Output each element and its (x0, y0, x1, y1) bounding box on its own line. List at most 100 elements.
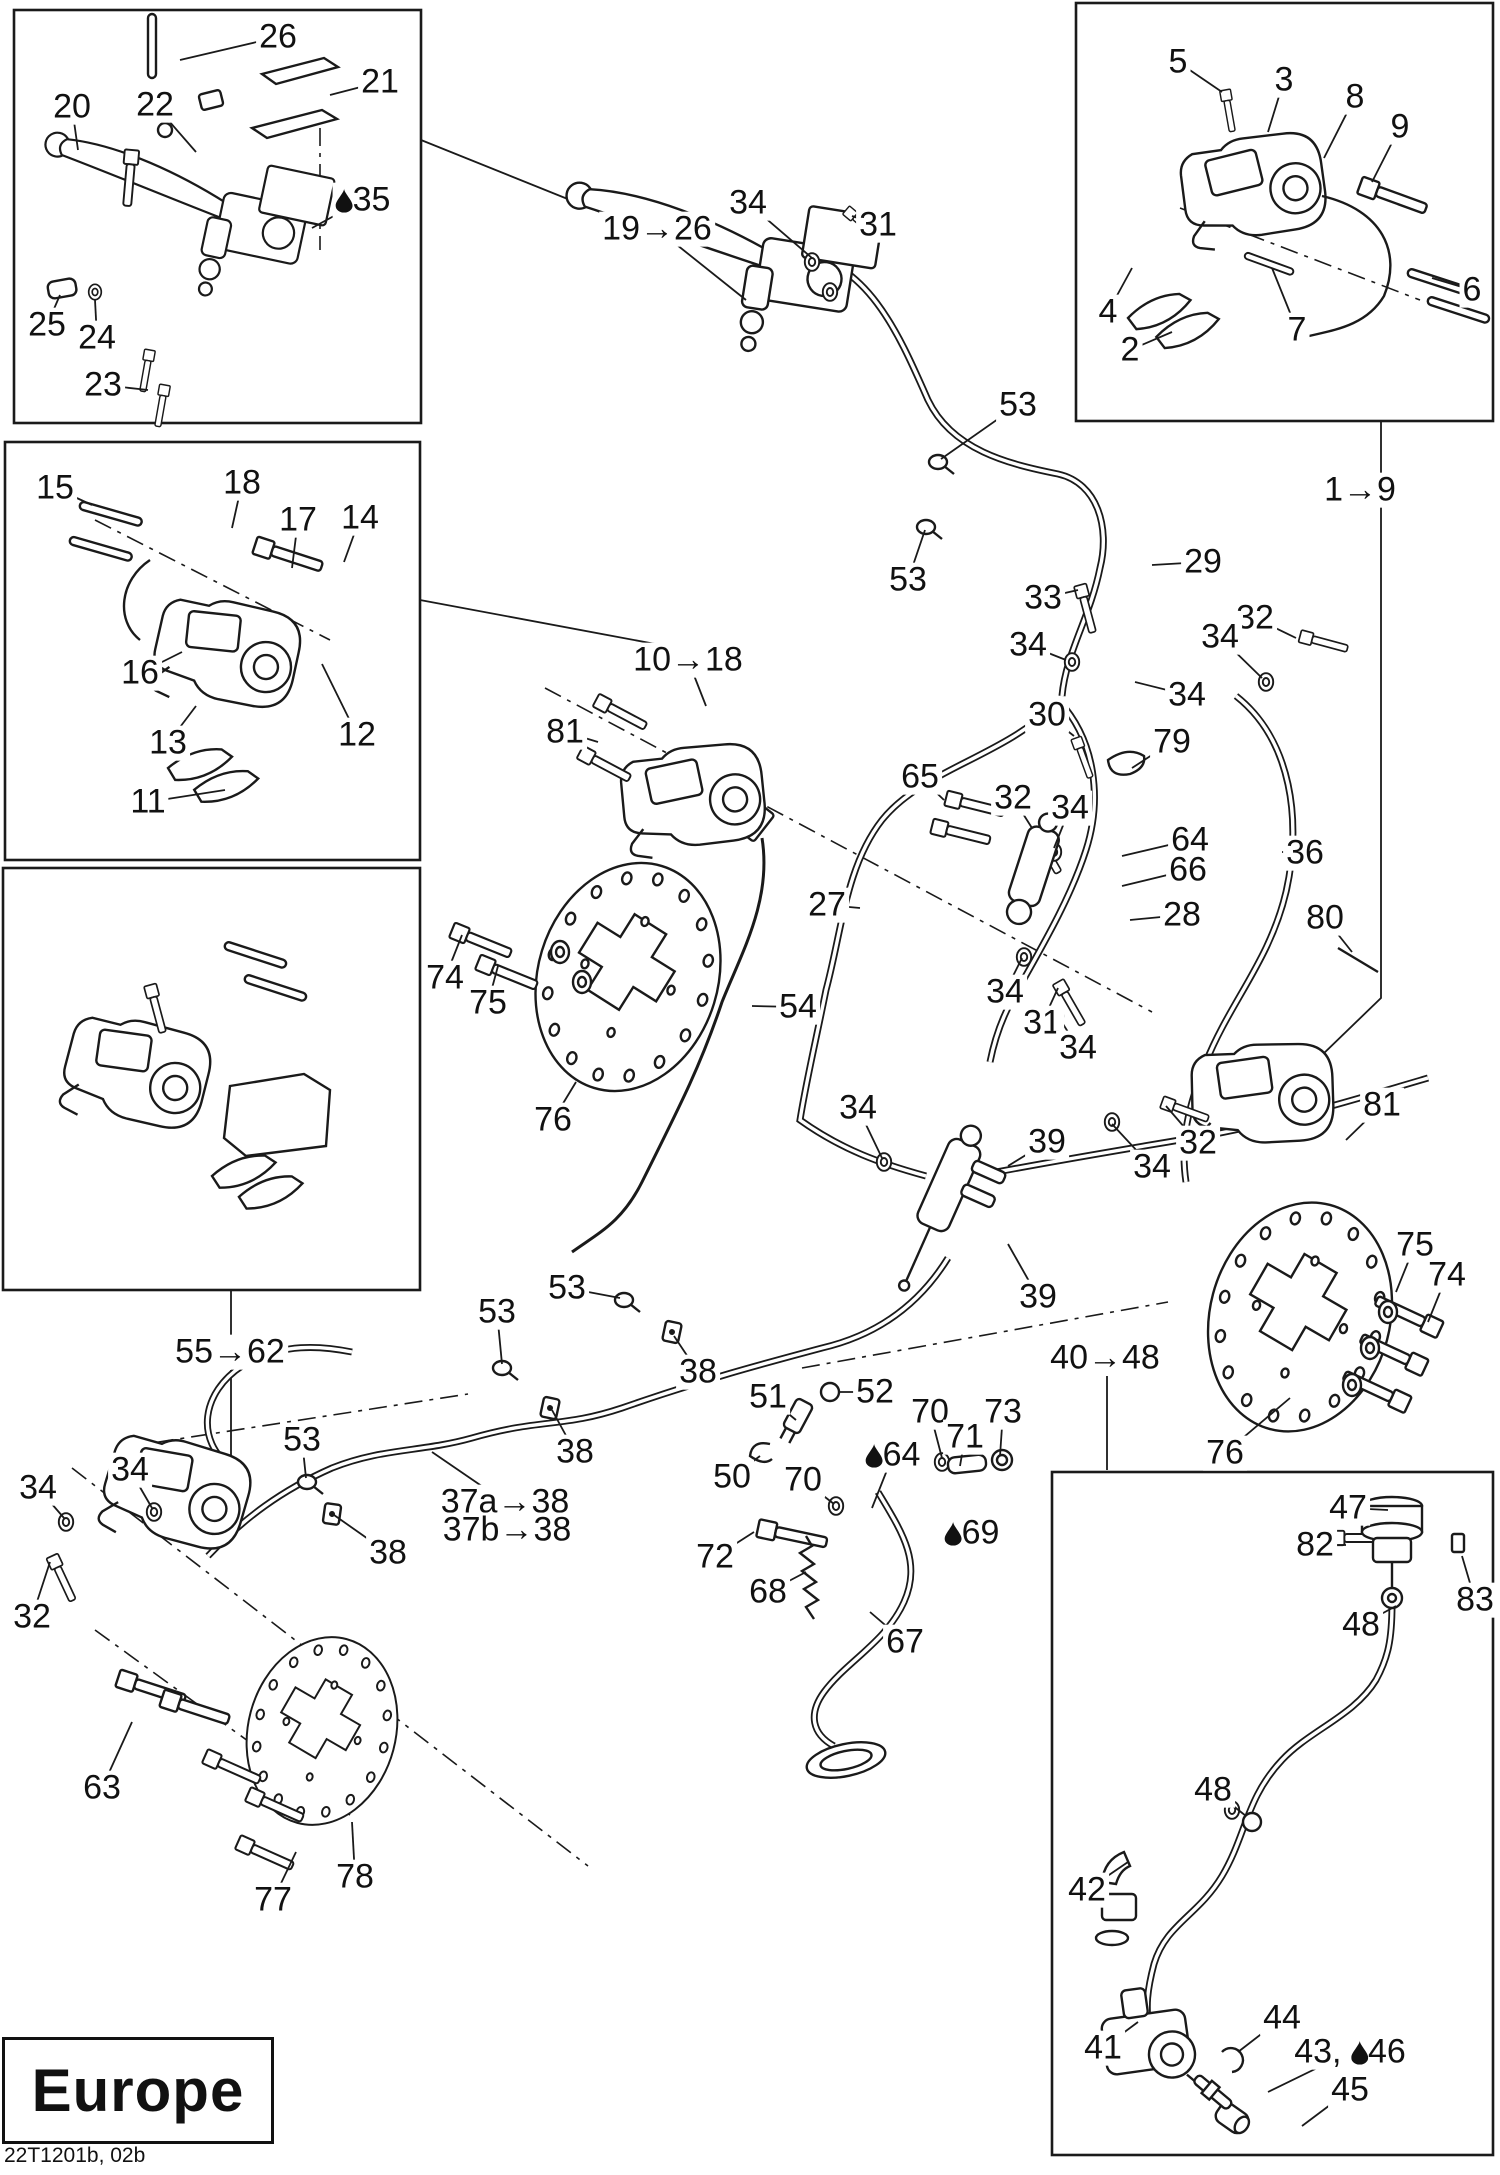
part-callout: 15 (33, 470, 77, 506)
part-callout: 67 (883, 1624, 927, 1660)
region-label-box: Europe (2, 2037, 274, 2144)
part-callout: 53 (280, 1422, 324, 1458)
brake-pedal-group (748, 1381, 1014, 1779)
part-callout: 24 (75, 320, 119, 356)
part-callout: 41 (1081, 2030, 1125, 2066)
part-callout: 75 (466, 985, 510, 1021)
region-label: Europe (31, 2057, 245, 2124)
part-callout: 5 (1165, 44, 1191, 80)
part-callout: 10→18 (630, 642, 746, 678)
brake-hoses (203, 248, 1429, 2029)
part-callout: 25 (25, 307, 69, 343)
part-callout: 17 (276, 502, 320, 538)
part-callout: 9 (1387, 109, 1413, 145)
clip-79 (1106, 750, 1146, 776)
part-callout: 52 (853, 1374, 897, 1410)
part-callout: 38 (676, 1354, 720, 1390)
part-callout: 18 (220, 465, 264, 501)
part-callout: 13 (146, 725, 190, 761)
part-callout: 31 (1020, 1005, 1064, 1041)
part-callout: 22 (133, 87, 177, 123)
part-callout: 50 (710, 1459, 754, 1495)
part-callout: 38 (553, 1434, 597, 1470)
part-callout: 34 (983, 974, 1027, 1010)
part-callout: 83 (1453, 1582, 1497, 1618)
part-callout: 23 (81, 367, 125, 403)
part-callout: 45 (1328, 2072, 1372, 2108)
part-callout: 48 (1339, 1607, 1383, 1643)
fittings-42 (1094, 1800, 1263, 1947)
part-callout: 3 (1271, 62, 1297, 98)
part-callout: 63 (80, 1770, 124, 1806)
assembly-frame (1074, 1, 1495, 423)
oil-drop-icon (944, 1521, 962, 1546)
part-callout: 6 (1459, 272, 1485, 308)
part-callout: 39 (1025, 1124, 1069, 1160)
part-callout: 71 (943, 1419, 987, 1455)
part-callout: 76 (531, 1102, 575, 1138)
part-callout: 51 (746, 1379, 790, 1415)
part-callout: 2 (1117, 332, 1143, 368)
part-callout: 34 (1165, 677, 1209, 713)
part-callout: 34 (726, 185, 770, 221)
end-cap-45 (1214, 2101, 1251, 2135)
part-callout: 37b→38 (439, 1512, 575, 1548)
oil-drop-icon (865, 1443, 883, 1468)
pin-80 (1337, 946, 1379, 974)
part-callout: 68 (746, 1574, 790, 1610)
assembly-frame (12, 8, 423, 425)
part-callout: 48 (1191, 1772, 1235, 1808)
oil-drop-icon (1350, 2040, 1368, 2065)
bleeder-pin-43 (1193, 2074, 1233, 2110)
part-callout: 32 (1176, 1125, 1220, 1161)
assembly-frame (3, 440, 422, 862)
part-callout: 19→26 (599, 211, 715, 247)
part-callout: 34 (1048, 790, 1092, 826)
part-callout: 80 (1303, 900, 1347, 936)
part-callout: 29 (1181, 544, 1225, 580)
part-callout: 73 (981, 1394, 1025, 1430)
part-callout: 81 (543, 714, 587, 750)
part-callout: 74 (1425, 1257, 1469, 1293)
assembly-frame (1050, 1470, 1495, 2157)
part-callout: 21 (358, 64, 402, 100)
part-callout: 53 (545, 1270, 589, 1306)
part-callout: 32 (991, 780, 1035, 816)
part-callout: 4 (1095, 294, 1121, 330)
return-spring-68 (797, 1535, 821, 1620)
part-callout: 77 (251, 1882, 295, 1918)
part-callout: 39 (1016, 1279, 1060, 1315)
part-callout: 33 (1021, 580, 1065, 616)
part-callout: 1→9 (1321, 472, 1399, 508)
part-callout: 7 (1284, 312, 1310, 348)
part-callout: 31 (856, 207, 900, 243)
part-callout: 82 (1293, 1527, 1337, 1563)
part-callout: 64 (1168, 822, 1212, 858)
part-callout: 34 (1056, 1030, 1100, 1066)
part-callout: 66 (1166, 852, 1210, 888)
part-callout: 42 (1065, 1872, 1109, 1908)
assembly-frame (1, 866, 422, 1292)
part-callout: 34 (108, 1452, 152, 1488)
part-callout: 78 (333, 1859, 377, 1895)
part-callout: 72 (693, 1539, 737, 1575)
part-callout: 26 (256, 19, 300, 55)
part-callout: 53 (996, 387, 1040, 423)
part-callout: 53 (475, 1294, 519, 1330)
part-callout: 11 (127, 784, 169, 820)
part-callout: 34 (1130, 1149, 1174, 1185)
part-callout: 75 (1393, 1227, 1437, 1263)
part-callout: 12 (335, 717, 379, 753)
part-callout: 34 (1006, 627, 1050, 663)
part-callout: 65 (898, 759, 942, 795)
part-callout: 43, 46 (1291, 2034, 1409, 2070)
clip-50 (748, 1442, 773, 1464)
part-callout: 55→62 (172, 1334, 288, 1370)
part-callout: 34 (836, 1090, 880, 1126)
part-callout: 34 (1198, 619, 1242, 655)
part-callout: 35 (332, 182, 394, 218)
part-callout: 53 (886, 562, 930, 598)
